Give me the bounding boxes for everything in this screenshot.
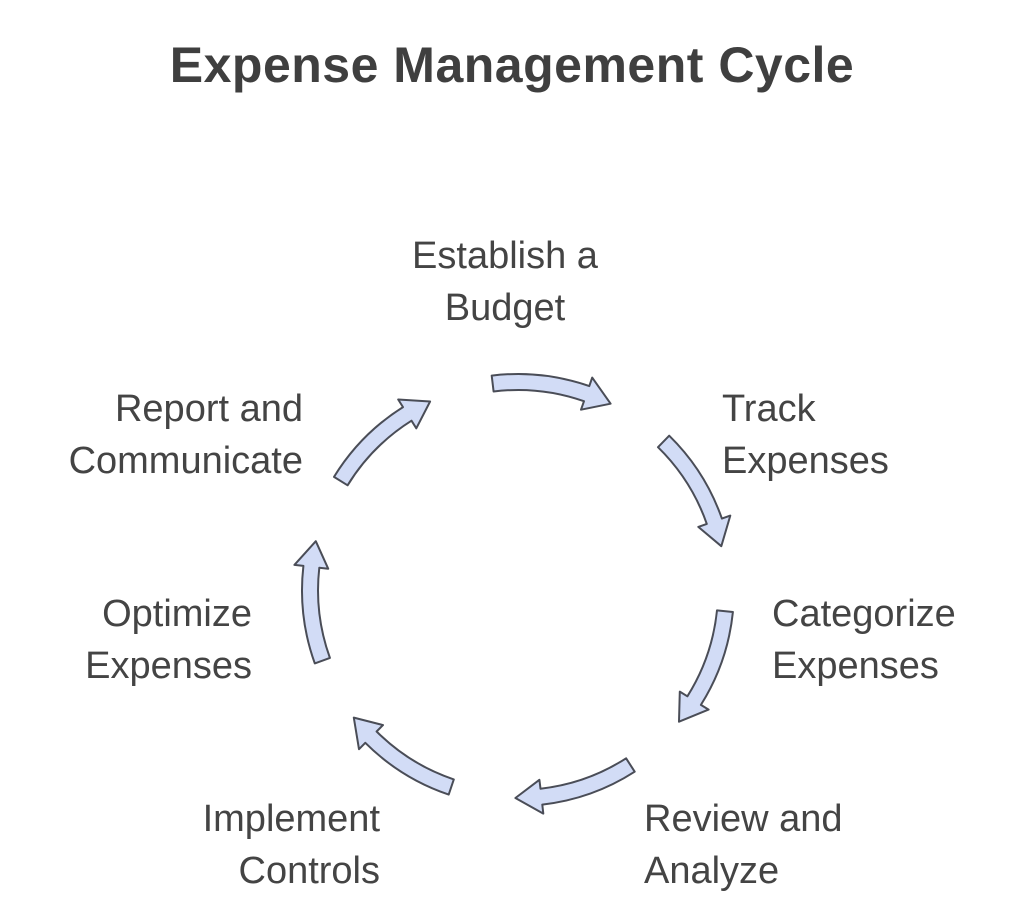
step-label-line: Track [722,388,816,430]
step-label-implement-controls: Implement Controls [150,793,380,897]
step-label-review-analyze: Review and Analyze [644,793,843,897]
step-label-line: Communicate [68,440,303,482]
step-label-line: Expenses [722,440,889,482]
step-label-line: Expenses [772,645,939,687]
step-label-report-communicate: Report and Communicate [20,383,303,487]
step-label-line: Optimize [102,593,252,635]
step-label-line: Categorize [772,593,956,635]
arrow-review-to-implement [514,757,636,815]
arrow-categorize-to-review [678,609,734,723]
step-label-line: Report and [114,388,303,430]
step-label-line: Controls [238,850,381,892]
arrow-implement-to-optimize [352,716,455,796]
step-label-optimize-expenses: Optimize Expenses [30,588,252,692]
arrow-budget-to-track [490,373,612,411]
step-label-categorize-expenses: Categorize Expenses [772,588,956,692]
arrow-report-to-budget [333,398,432,487]
step-label-line: Implement [202,798,380,840]
arrow-optimize-to-report [293,540,331,665]
step-label-line: Analyze [644,850,780,892]
step-label-line: Review and [644,798,843,840]
arrow-track-to-categorize [657,434,732,548]
diagram-title: Expense Management Cycle [169,37,855,93]
step-label-establish-budget: Establish a Budget [380,230,630,334]
step-label-line: Budget [444,287,566,329]
step-label-track-expenses: Track Expenses [722,383,889,487]
step-label-line: Expenses [85,645,252,687]
step-label-line: Establish a [412,235,598,277]
